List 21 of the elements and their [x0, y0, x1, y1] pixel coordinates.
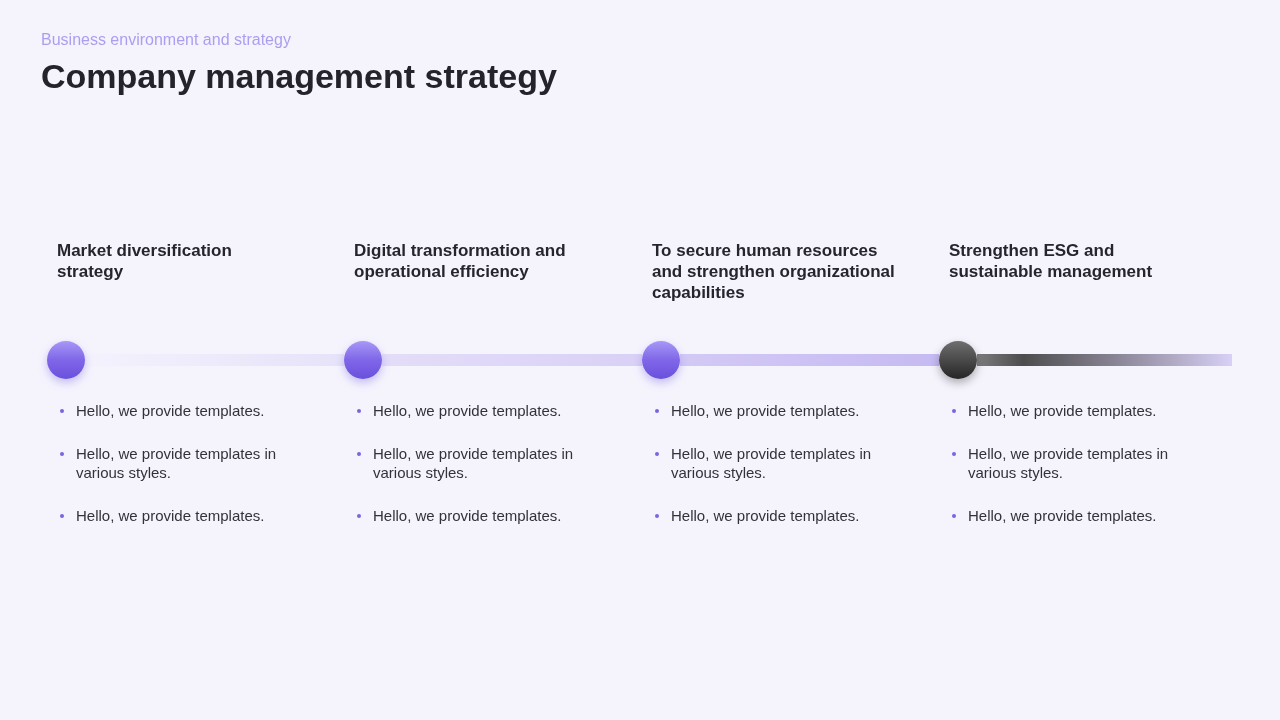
- bullet-text: Hello, we provide templates.: [373, 401, 563, 420]
- bullet-text: Hello, we provide templates.: [373, 506, 563, 525]
- subtitle: Business environment and strategy: [41, 30, 291, 50]
- bullet-text: Hello, we provide templates.: [968, 506, 1158, 525]
- bullet-text: Hello, we provide templates.: [76, 401, 266, 420]
- step-heading: Market diversification strategy: [57, 240, 233, 282]
- step-heading: To secure human resources and strengthen organizational capabilities: [652, 240, 896, 303]
- timeline-connector: [977, 354, 1232, 366]
- bullet-text: Hello, we provide templates in various styles.: [968, 444, 1170, 482]
- bullet-text: Hello, we provide templates.: [968, 401, 1158, 420]
- bullet-text: Hello, we provide templates.: [671, 506, 861, 525]
- page-title: Company management strategy: [41, 56, 557, 96]
- timeline-connector: [680, 354, 939, 366]
- bullet-text: Hello, we provide templates in various styles.: [671, 444, 873, 482]
- bullet-text: Hello, we provide templates in various styles.: [373, 444, 575, 482]
- bullet-text: Hello, we provide templates in various styles.: [76, 444, 278, 482]
- timeline-connector: [382, 354, 642, 366]
- step-heading: Strengthen ESG and sustainable management: [949, 240, 1154, 282]
- bullet-text: Hello, we provide templates.: [671, 401, 861, 420]
- step-heading: Digital transformation and operational efficiency: [354, 240, 567, 282]
- bullet-text: Hello, we provide templates.: [76, 506, 266, 525]
